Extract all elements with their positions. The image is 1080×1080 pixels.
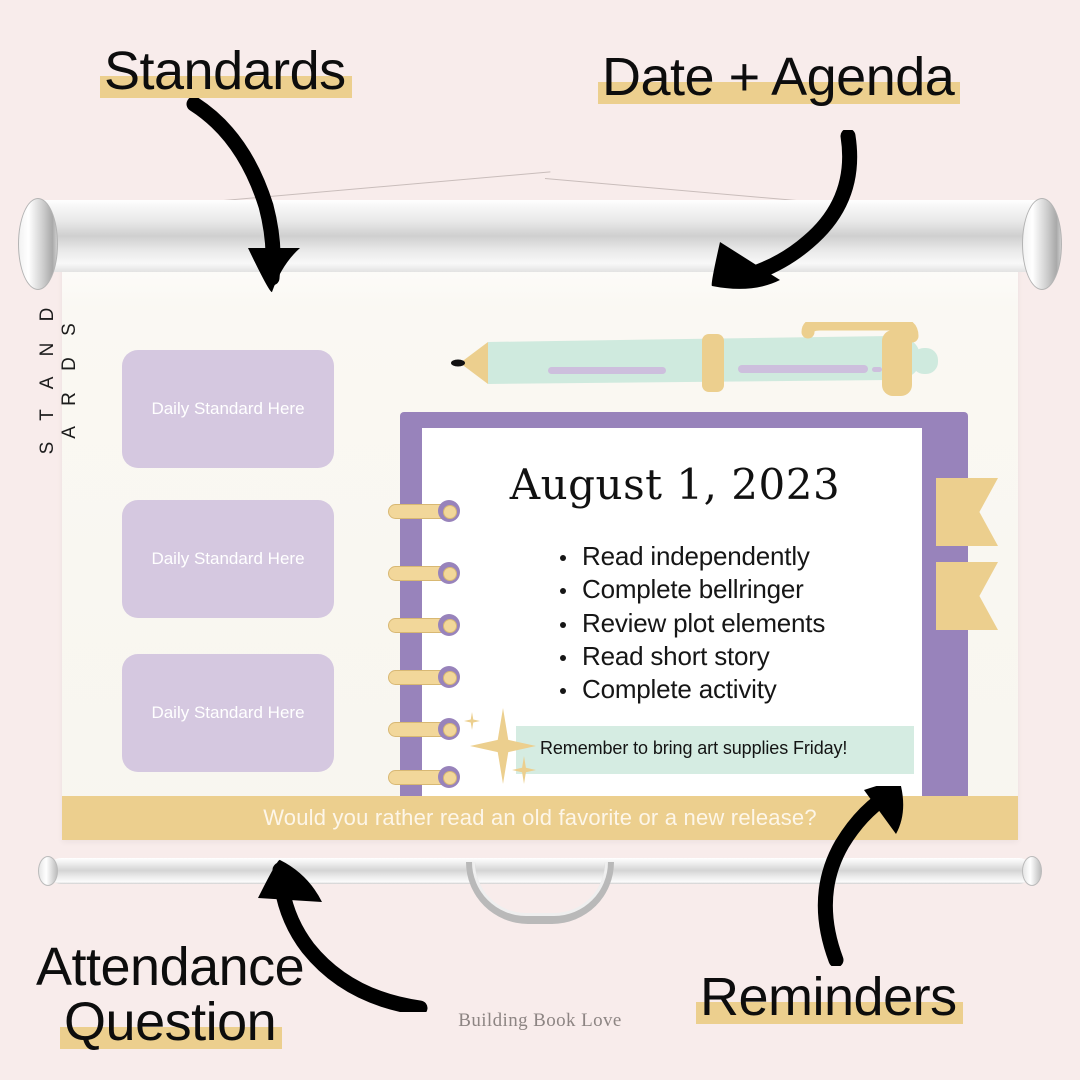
standard-card-label: Daily Standard Here [151, 549, 305, 568]
curved-arrow-icon-reminders [817, 786, 904, 966]
planner-disc-ring [438, 718, 460, 740]
reminder-text: Remember to bring art supplies Friday! [540, 738, 848, 758]
planner-disc-5 [388, 718, 468, 740]
roller-cap-right [1022, 198, 1062, 290]
planner-disc-1 [388, 500, 468, 522]
projector-top-roller [30, 200, 1050, 272]
callout-attendance-line1: Attendance [36, 937, 305, 997]
callout-date-agenda-label: Date + Agenda [597, 47, 961, 107]
callout-reminders: Reminders [696, 967, 963, 1027]
planner-disc-3 [388, 614, 468, 636]
planner-disc-ring [438, 614, 460, 636]
standard-card-2[interactable]: Daily Standard Here [122, 500, 334, 618]
planner-disc-ring [438, 500, 460, 522]
agenda-item: Read short story [556, 640, 825, 673]
reminder-highlight-band [516, 726, 914, 774]
callout-date-agenda: Date + Agenda [597, 47, 961, 107]
curved-arrow-icon-agenda [711, 130, 858, 289]
curved-arrow-icon-standards [186, 96, 300, 293]
watermark: Building Book Love [458, 1010, 622, 1031]
planner-disc-6 [388, 766, 468, 788]
callout-standards: Standards [100, 41, 352, 101]
pen-icon [451, 322, 938, 396]
standards-vertical-label: S T A N D A R D S [37, 299, 80, 455]
planner-date: August 1, 2023 [509, 460, 841, 509]
planner-disc-4 [388, 666, 468, 688]
planner-disc-ring [438, 562, 460, 584]
attendance-question-text: Would you rather read an old favorite or… [263, 805, 817, 830]
callout-standards-label: Standards [100, 41, 352, 101]
standard-card-label: Daily Standard Here [151, 703, 305, 722]
agenda-item: Complete bellringer [556, 573, 825, 606]
callout-reminders-label: Reminders [696, 967, 963, 1027]
callout-attendance-line2: Question [60, 992, 283, 1053]
planner-disc-ring [438, 766, 460, 788]
curved-arrow-icon-attendance [258, 859, 428, 1012]
standard-card-1[interactable]: Daily Standard Here [122, 350, 334, 468]
bottom-bar-cap-right [1022, 856, 1042, 886]
agenda-item: Complete activity [556, 673, 825, 706]
roller-cap-left [18, 198, 58, 290]
standard-card-3[interactable]: Daily Standard Here [122, 654, 334, 772]
agenda-list: Read independently Complete bellringer R… [556, 540, 825, 706]
agenda-item: Review plot elements [556, 607, 825, 640]
standard-card-label: Daily Standard Here [151, 399, 305, 418]
planner-disc-2 [388, 562, 468, 584]
bottom-bar-cap-left [38, 856, 58, 886]
planner-disc-ring [438, 666, 460, 688]
callout-attendance-question: Attendance Question [36, 937, 305, 1053]
agenda-item: Read independently [556, 540, 825, 573]
